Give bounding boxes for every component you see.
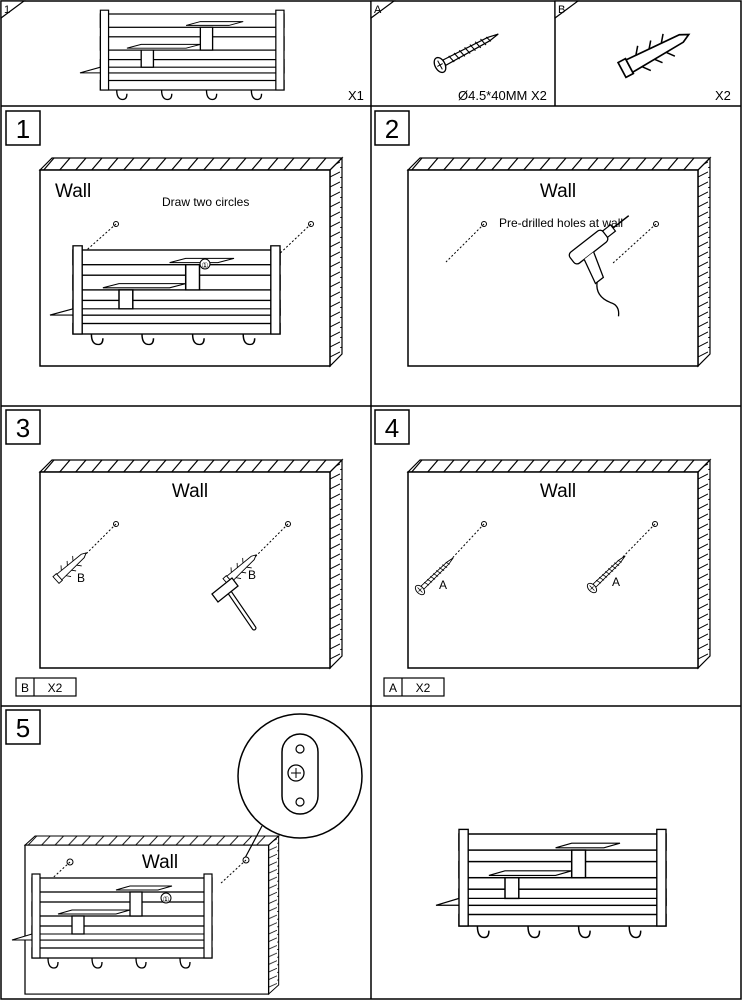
step-3-panel: 3 Wall B B B X2 [5, 409, 343, 697]
step-5-panel: 5 Wall [5, 709, 363, 995]
step-number-box [374, 110, 410, 146]
guide-line [249, 523, 289, 563]
wall-label: Wall [172, 481, 208, 502]
step-4-panel: 4 Wall A A A X2 [374, 409, 711, 697]
parts-used-part: A [389, 681, 397, 695]
parts-used-qty: X2 [48, 681, 63, 695]
part-label: A [374, 4, 382, 16]
wall-label: Wall [540, 181, 576, 202]
step-number: 2 [385, 114, 399, 144]
hammer-icon [211, 577, 257, 631]
part-callout: B [248, 568, 256, 582]
wall-label: Wall [142, 852, 178, 873]
circle-marker [160, 892, 172, 904]
parts-used-qty: X2 [416, 681, 431, 695]
step-number: 4 [385, 413, 399, 443]
guide-line [274, 223, 312, 259]
wall-label: Wall [55, 181, 91, 202]
wall-label: Wall [540, 481, 576, 502]
circle-marker [199, 258, 211, 270]
part-spec: Ø4.5*40MM X2 [458, 88, 547, 103]
part-callout: A [612, 575, 620, 589]
guide-line [79, 523, 117, 561]
guide-line [611, 223, 657, 265]
part-label: B [558, 4, 565, 16]
part-anchor-panel: B X2 [554, 0, 731, 103]
part-corner-tag [554, 0, 580, 20]
parts-used-box [383, 677, 445, 697]
part-callout: A [439, 578, 447, 592]
part-shelf-panel: 1 X1 [0, 0, 364, 103]
parts-used-part: B [21, 681, 29, 695]
step-number-box [5, 709, 41, 745]
step-number: 1 [16, 114, 30, 144]
guide-line [615, 523, 656, 565]
step-2-panel: 2 Wall Pre-drilled holes at wall [374, 110, 711, 367]
anchor-icon [614, 21, 697, 84]
shelf-illustration [435, 828, 667, 939]
part-label: 1 [4, 4, 10, 16]
shelf-illustration [79, 9, 285, 101]
step-note: Pre-drilled holes at wall [499, 216, 623, 230]
final-result-panel [435, 828, 667, 939]
parts-used-box [15, 677, 77, 697]
part-screw-panel: A Ø4.5*40MM X2 [370, 0, 547, 103]
step-number: 3 [16, 413, 30, 443]
step-note: Draw two circles [162, 195, 249, 209]
step-1-panel: 1 Wall Draw two circles [5, 110, 343, 367]
part-corner-tag [370, 0, 396, 20]
circle-marker-label: ① [201, 261, 208, 270]
screw-icon [431, 26, 503, 76]
guide-line [445, 223, 485, 263]
part-qty: X1 [348, 88, 364, 103]
part-corner-tag [0, 0, 26, 20]
step-number-box [5, 409, 41, 445]
step-number: 5 [16, 713, 30, 743]
drill-icon [568, 215, 630, 317]
step-number-box [5, 110, 41, 146]
part-callout: B [77, 571, 85, 585]
part-qty: X2 [715, 88, 731, 103]
step-number-box [374, 409, 410, 445]
circle-marker-label: ① [162, 895, 169, 904]
guide-line [444, 523, 485, 567]
